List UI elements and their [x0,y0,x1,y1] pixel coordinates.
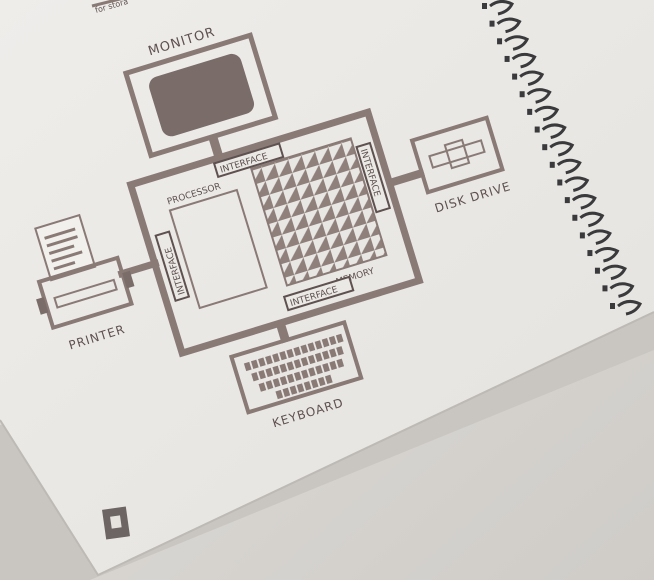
binding-hole [490,21,495,27]
binding-hole [505,56,510,62]
binding-hole [535,127,540,133]
binding-hole [542,144,547,150]
binding-hole [497,38,502,44]
binding-hole [580,232,585,238]
binding-hole [602,285,607,291]
binding-hole [587,250,592,256]
binding-hole [610,303,615,309]
binding-hole [482,3,487,9]
binding-hole [557,179,562,185]
binding-hole [520,91,525,97]
binding-hole [550,162,555,168]
binding-hole [595,268,600,274]
binding-hole [572,215,577,221]
page-tab-hole [110,515,122,528]
binding-hole [512,74,517,80]
binding-hole [527,109,532,115]
binding-hole [565,197,570,203]
